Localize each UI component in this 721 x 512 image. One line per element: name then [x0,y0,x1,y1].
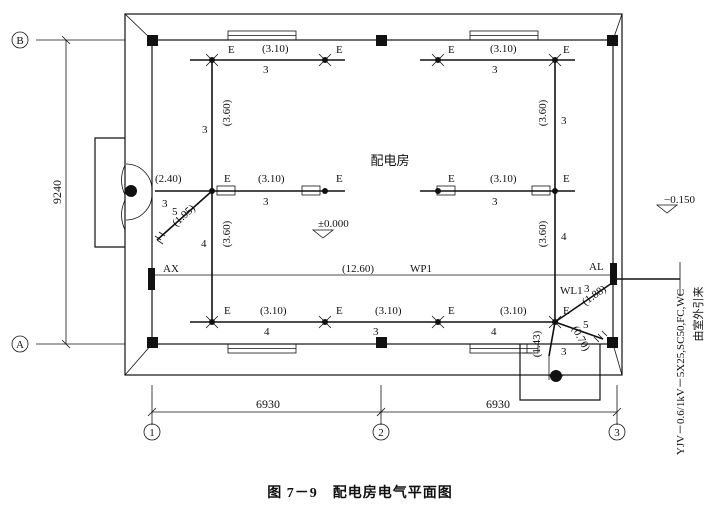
structural-columns [147,35,618,348]
grid-label-b: B [16,35,23,47]
window-top-right [469,30,539,41]
fixture-tag: E [448,173,455,185]
fixture-tag: E [563,173,570,185]
count-bot-mid: 3 [373,326,379,338]
right-entrance [519,344,601,401]
length-vert-left-upper: (3.60) [221,99,233,126]
length-vert-right-lower: (3.60) [537,220,549,247]
window-bottom-right [469,343,539,354]
elevation-outside: −0.150 [664,194,695,206]
count-top-right: 3 [492,64,498,76]
length-bot-right: (3.10) [500,305,527,317]
fixture-tag: E [563,305,570,317]
cable-spec: YJV－0.6/1kV－5X25,SC50,FC,WC [675,289,687,455]
dimension-lines [36,35,679,425]
fixture-tag: E [563,44,570,56]
panel-ax-label: AX [163,263,179,275]
fixture-bar [531,185,551,196]
length-mid-left: (3.10) [258,173,285,185]
figure-caption: 图 7－9 配电房电气平面图 [267,484,453,501]
count-diag-left: 5 [172,206,178,218]
grid-bubble-a [11,335,29,353]
panel-al [610,263,617,285]
length-top-right: (3.10) [490,43,517,55]
length-mid-far-left: (2.40) [155,173,182,185]
cable-source: 由室外引来 [691,287,705,342]
length-right-short-b: (1.43) [531,330,543,357]
grid-bubble-2 [372,423,390,441]
main-run-length: (12.60) [342,263,374,275]
count-diag-right: 5 [583,319,589,331]
building-walls [124,13,623,376]
fixture-tag: E [224,305,231,317]
panel-ax [148,268,155,290]
wiring [155,59,681,357]
fixture-tag: E [448,44,455,56]
panel-al-label: AL [589,261,604,273]
length-bot-mid: (3.10) [375,305,402,317]
count-mid-right: 3 [492,196,498,208]
left-entrance [94,137,153,248]
count-vert-left-upper: 3 [202,124,208,136]
window-top-left [227,30,297,41]
length-vert-left-lower: (3.60) [221,220,233,247]
length-mid-right: (3.10) [490,173,517,185]
room-label: 配电房 [370,153,409,168]
dimension-span-left: 6930 [256,397,280,411]
fixture-tag: E [448,305,455,317]
circuit-wp1: WP1 [410,263,432,275]
circuit-wl1: WL1 [560,285,583,297]
count-mid-far-left: 3 [162,198,168,210]
fixture-bar [216,185,236,196]
grid-label-1: 1 [149,427,155,439]
grid-bubble-b [11,31,29,49]
fixture-tag: E [228,44,235,56]
fixture-bar [301,185,321,196]
fixture-tag: E [336,44,343,56]
count-bot-left: 4 [264,326,270,338]
length-top-left: (3.10) [262,43,289,55]
switch-symbols [154,231,608,343]
labels: B A 1 2 3 9240 6930 6930 配电房 ±0.000 −0.1… [16,35,705,501]
windows [227,30,539,354]
dimension-9240: 9240 [50,180,64,204]
fixture-tag: E [336,173,343,185]
count-right-short: 3 [561,346,567,358]
grid-label-3: 3 [614,427,620,439]
elevation-inside: ±0.000 [318,218,349,230]
count-bot-right: 4 [491,326,497,338]
grid-label-2: 2 [378,427,384,439]
count-vert-right-lower: 4 [561,231,567,243]
grid-bubble-3 [608,423,626,441]
grid-bubbles [11,31,626,441]
count-vert-left-lower: 4 [201,238,207,250]
length-right-short-a: (0.70) [569,324,592,353]
count-wl1: 3 [584,283,590,295]
length-bot-left: (3.10) [260,305,287,317]
count-mid-left: 3 [263,196,269,208]
length-vert-right-upper: (3.60) [537,99,549,126]
dimension-span-right: 6930 [486,397,510,411]
count-vert-right-upper: 3 [561,115,567,127]
fixture-tag: E [336,305,343,317]
lamp-points [205,53,562,329]
grid-label-a: A [16,339,24,351]
count-top-left: 3 [263,64,269,76]
grid-bubble-1 [143,423,161,441]
fixture-tag: E [224,173,231,185]
window-bottom-left [227,343,297,354]
